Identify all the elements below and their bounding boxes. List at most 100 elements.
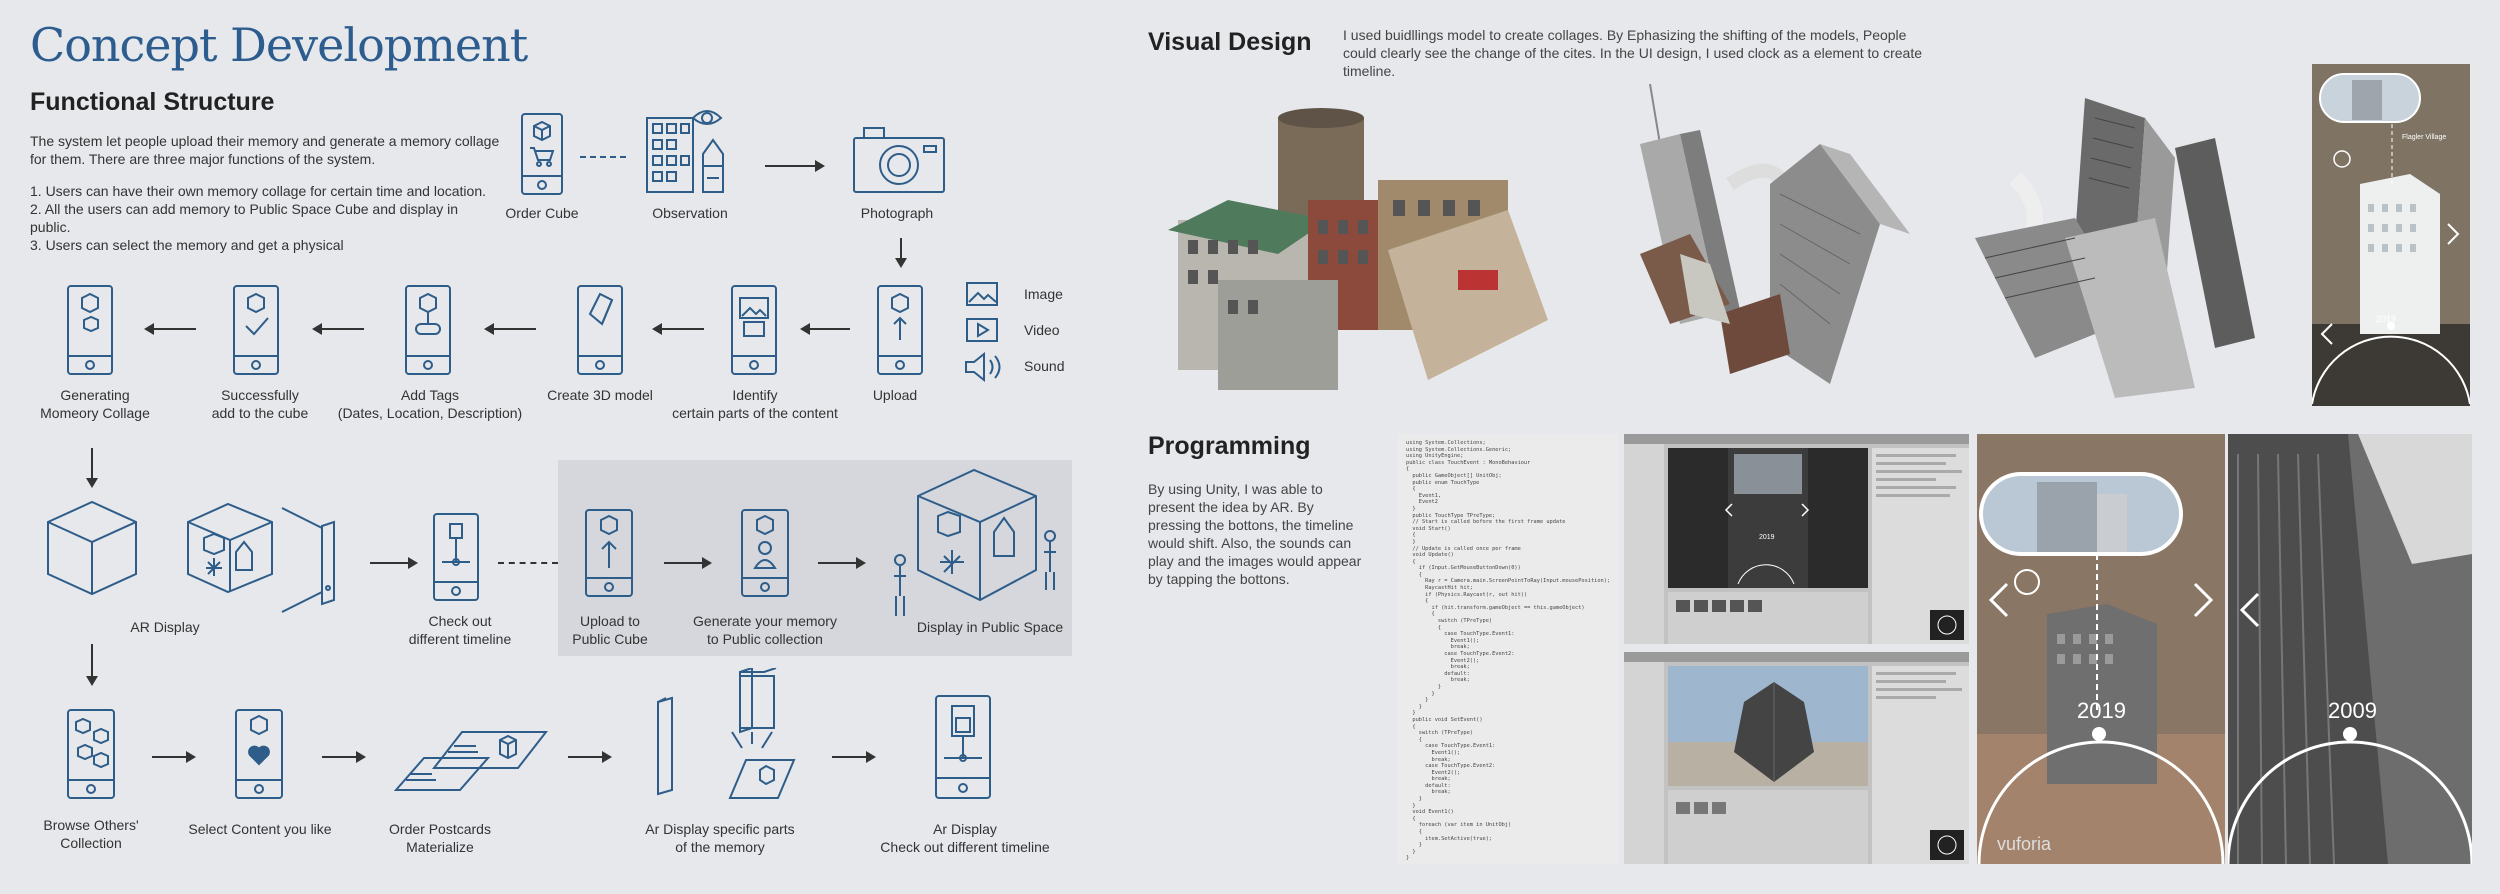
label-ar-display: AR Display (130, 619, 200, 635)
ar-location-label: Flagler Village (2402, 134, 2447, 141)
code-line: case TouchType.Event2: (1406, 651, 1515, 657)
building-collage-3 (1955, 88, 2275, 400)
code-line: switch (TPreType) (1406, 730, 1473, 737)
label-upload: Upload (872, 387, 918, 403)
code-line: } (1406, 796, 1422, 803)
arrow-head-icon (356, 751, 366, 763)
arrow-right (152, 756, 188, 758)
code-line: if (Physics.Raycast(r, out hit)) (1406, 591, 1528, 598)
code-line: item.SetActive(true); (1406, 835, 1493, 842)
code-line: default: (1406, 782, 1451, 789)
arrow-head-icon (652, 323, 662, 335)
ar-specific-parts-icon (652, 668, 798, 804)
3d-model-phone-icon (576, 284, 624, 376)
code-line: break; (1406, 677, 1470, 684)
code-line: } (1406, 842, 1422, 849)
arrow-head-icon (144, 323, 154, 335)
arrow-left (154, 328, 196, 330)
code-line: { (1406, 486, 1416, 493)
vuforia-watermark: vuforia (1997, 834, 2052, 854)
unity-year-label: 2019 (1759, 534, 1775, 541)
code-line: Ray r = Camera.main.ScreenPointToRay(Inp… (1406, 578, 1611, 585)
ar-timeline-phone-icon (934, 694, 992, 800)
label-order-cube: Order Cube (505, 205, 579, 221)
code-line: Event1(); (1406, 749, 1461, 756)
label-add-tags: Add Tags(Dates, Location, Description) (337, 387, 523, 421)
camera-icon (852, 124, 946, 194)
label-select-content: Select Content you like (188, 821, 332, 837)
code-line: } (1406, 538, 1416, 545)
code-line: break; (1406, 664, 1470, 671)
code-line: if (hit.transform.gameObject == this.gam… (1406, 604, 1585, 611)
arrow-head-icon (895, 258, 907, 268)
unity-editor-screenshot-1: 2019 (1624, 434, 1969, 644)
code-line: { (1406, 736, 1422, 743)
code-panel: using System.Collections;using System.Co… (1398, 434, 1618, 864)
identify-phone-icon (730, 284, 778, 376)
building-collage-1 (1158, 100, 1558, 396)
code-line: { (1406, 598, 1429, 605)
label-photograph: Photograph (860, 205, 934, 221)
select-content-phone-icon (234, 708, 284, 800)
image-icon (966, 282, 998, 306)
code-line: public class TouchEvent : MonoBehaviour (1406, 459, 1531, 466)
point-3: 3. Users can select the memory and get a… (30, 237, 344, 253)
code-line: case TouchType.Event1: (1406, 631, 1515, 638)
code-line: RaycastHit hit; (1406, 585, 1473, 592)
code-line: public enum TouchType (1406, 479, 1480, 486)
order-cube-phone-icon (520, 112, 564, 196)
arrow-head-icon (815, 160, 825, 172)
cube-icon (46, 500, 138, 596)
dashed-connector (498, 562, 558, 564)
collage-phone-icon (66, 284, 114, 376)
legend-video: Video (1024, 322, 1060, 338)
code-line: break; (1406, 789, 1451, 796)
code-line: { (1406, 466, 1410, 473)
upload-phone-icon (876, 284, 924, 376)
ar-year-2019: 2019 (2077, 698, 2126, 723)
arrow-head-icon (408, 557, 418, 569)
label-observation: Observation (652, 205, 728, 221)
code-line: using System.Collections.Generic; (1406, 446, 1512, 453)
building-collage-2 (1620, 74, 1960, 398)
arrow-head-icon (86, 478, 98, 488)
arrow-right (832, 756, 868, 758)
label-browse-collection: Browse Others'Collection (43, 817, 139, 851)
point-2: 2. All the users can add memory to Publi… (30, 201, 459, 235)
code-line: { (1406, 723, 1416, 730)
arrow-left (494, 328, 536, 330)
public-space-display-icon (884, 466, 1064, 622)
section-subtitle: Functional Structure (30, 88, 275, 116)
code-line: // Start is called before the first fram… (1406, 519, 1566, 526)
code-line: } (1406, 703, 1422, 710)
code-line: { (1406, 624, 1442, 631)
code-line: } (1406, 690, 1435, 697)
browse-collection-phone-icon (66, 708, 116, 800)
code-line: { (1406, 829, 1422, 836)
ar-photo-2019: 2019 vuforia (1977, 434, 2225, 864)
arrow-right (664, 562, 704, 564)
code-line: using System.Collections; (1406, 440, 1486, 446)
code-line: void Start() (1406, 525, 1451, 532)
code-line: Event2(); (1406, 657, 1480, 664)
code-line: public GameObject[] UnitObj; (1406, 472, 1502, 479)
arrow-head-icon (484, 323, 494, 335)
tag-phone-icon (404, 284, 452, 376)
arrow-right (765, 165, 821, 167)
arrow-right (568, 756, 604, 758)
code-line: // Update is called once per frame (1406, 545, 1521, 552)
code-line: default: (1406, 670, 1470, 677)
ar-year-small: 2019 (2376, 314, 2397, 324)
upload-public-phone-icon (584, 508, 634, 598)
arrow-head-icon (602, 751, 612, 763)
arrow-right (818, 562, 858, 564)
code-line: public TouchType TPreType; (1406, 512, 1496, 519)
code-line: using UnityEngine; (1406, 453, 1464, 460)
generate-memory-phone-icon (740, 508, 790, 598)
point-1: 1. Users can have their own memory colla… (30, 183, 486, 199)
arrow-head-icon (186, 751, 196, 763)
